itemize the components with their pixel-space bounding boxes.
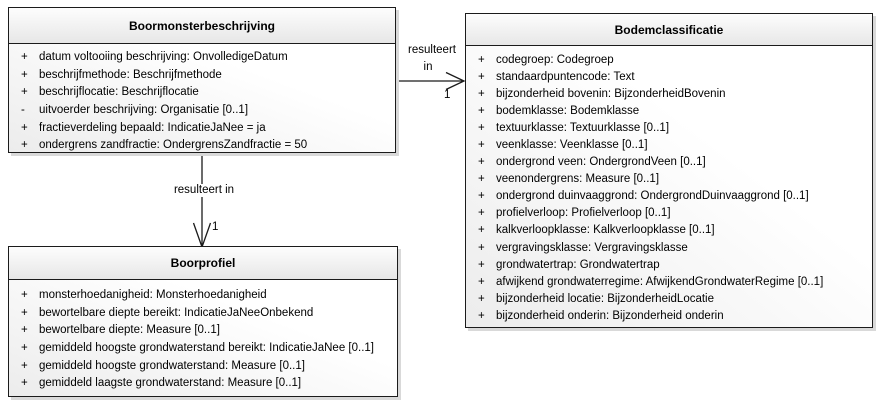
attribute-row: + bewortelbare diepte: Measure [0..1] bbox=[9, 321, 397, 339]
attribute-text: bodemklasse: Bodemklasse bbox=[496, 104, 640, 117]
attribute-text: bewortelbare diepte: Measure [0..1] bbox=[39, 324, 220, 337]
attribute-text: kalkverloopklasse: Kalkverloopklasse [0.… bbox=[496, 224, 715, 237]
attribute-text: gemiddeld laagste grondwaterstand: Measu… bbox=[39, 377, 302, 390]
class-title: Boorprofiel bbox=[9, 247, 397, 280]
visibility-marker: + bbox=[478, 87, 485, 100]
attribute-row: + ondergrond veen: OndergrondVeen [0..1] bbox=[466, 154, 872, 171]
attribute-text: uitvoerder beschrijving: Organisatie [0.… bbox=[39, 103, 249, 116]
attribute-row: + monsterhoedanigheid: Monsterhoedanighe… bbox=[9, 286, 397, 304]
visibility-marker: + bbox=[478, 241, 485, 254]
visibility-marker: + bbox=[478, 309, 485, 322]
visibility-marker: + bbox=[478, 104, 485, 117]
attribute-row: + bijzonderheid onderin: Bijzonderheid o… bbox=[466, 307, 872, 324]
attribute-text: ondergrond veen: OndergrondVeen [0..1] bbox=[496, 156, 706, 169]
attribute-text: gemiddeld hoogste grondwaterstand: Measu… bbox=[39, 359, 305, 372]
visibility-marker: + bbox=[478, 275, 485, 288]
visibility-marker: + bbox=[478, 156, 485, 169]
attribute-row: - uitvoerder beschrijving: Organisatie [… bbox=[9, 101, 395, 119]
attribute-row: + kalkverloopklasse: Kalkverloopklasse [… bbox=[466, 222, 872, 239]
visibility-marker: + bbox=[478, 190, 485, 203]
attribute-text: grondwatertrap: Grondwatertrap bbox=[496, 258, 660, 271]
visibility-marker: + bbox=[478, 173, 485, 186]
association-resulteert-in-bodemclassificatie bbox=[396, 71, 466, 91]
connector-label-resulteert-in: resulteert in bbox=[167, 184, 241, 197]
attribute-row: + veenondergrens: Measure [0..1] bbox=[466, 171, 872, 188]
open-arrowhead-icon bbox=[445, 71, 466, 91]
attribute-row: + bijzonderheid locatie: BijzonderheidLo… bbox=[466, 290, 872, 307]
visibility-marker: + bbox=[478, 53, 485, 66]
visibility-marker: + bbox=[21, 68, 28, 81]
attribute-text: ondergrond duinvaaggrond: OndergrondDuin… bbox=[496, 190, 809, 203]
attribute-row: + fractieverdeling bepaald: IndicatieJaN… bbox=[9, 119, 395, 137]
visibility-marker: + bbox=[21, 341, 28, 354]
attribute-text: vergravingsklasse: Vergravingsklasse bbox=[496, 241, 688, 254]
visibility-marker: + bbox=[21, 377, 28, 390]
attribute-text: bewortelbare diepte bereikt: IndicatieJa… bbox=[39, 306, 314, 319]
attribute-text: bijzonderheid locatie: BijzonderheidLoca… bbox=[496, 292, 715, 305]
attribute-row: + grondwatertrap: Grondwatertrap bbox=[466, 256, 872, 273]
class-title: Boormonsterbeschrijving bbox=[9, 8, 395, 44]
attribute-row: + bodemklasse: Bodemklasse bbox=[466, 102, 872, 119]
attribute-text: textuurklasse: Textuurklasse [0..1] bbox=[496, 121, 670, 134]
class-box-boormonsterbeschrijving[interactable]: Boormonsterbeschrijving + datum voltooii… bbox=[8, 7, 396, 153]
attribute-row: + standaardpuntencode: Text bbox=[466, 68, 872, 85]
visibility-marker: + bbox=[21, 359, 28, 372]
connector-label-resulteert: resulteert bbox=[408, 44, 456, 56]
multiplicity-label: 1 bbox=[212, 221, 219, 233]
attribute-text: ondergrens zandfractie: OndergrensZandfr… bbox=[39, 139, 308, 152]
attribute-row: + textuurklasse: Textuurklasse [0..1] bbox=[466, 119, 872, 136]
attribute-row: + gemiddeld hoogste grondwaterstand bere… bbox=[9, 339, 397, 357]
visibility-marker: - bbox=[21, 103, 25, 116]
attribute-text: beschrijflocatie: Beschrijflocatie bbox=[39, 86, 199, 99]
visibility-marker: + bbox=[478, 292, 485, 305]
attribute-row: + beschrijfmethode: Beschrijfmethode bbox=[9, 66, 395, 84]
class-box-bodemclassificatie[interactable]: Bodemclassificatie + codegroep: Codegroe… bbox=[465, 13, 873, 328]
attribute-row: + datum voltooiing beschrijving: Onvolle… bbox=[9, 48, 395, 66]
attribute-row: + vergravingsklasse: Vergravingsklasse bbox=[466, 239, 872, 256]
attribute-row: + veenklasse: Veenklasse [0..1] bbox=[466, 136, 872, 153]
visibility-marker: + bbox=[478, 207, 485, 220]
attribute-text: standaardpuntencode: Text bbox=[496, 70, 635, 83]
visibility-marker: + bbox=[21, 139, 28, 152]
visibility-marker: + bbox=[478, 139, 485, 152]
attribute-row: + gemiddeld laagste grondwaterstand: Mea… bbox=[9, 374, 397, 392]
attribute-text: bijzonderheid onderin: Bijzonderheid ond… bbox=[496, 309, 724, 322]
visibility-marker: + bbox=[21, 86, 28, 99]
visibility-marker: + bbox=[21, 288, 28, 301]
visibility-marker: + bbox=[478, 121, 485, 134]
attribute-text: fractieverdeling bepaald: IndicatieJaNee… bbox=[39, 121, 266, 134]
attribute-row: + bewortelbare diepte bereikt: Indicatie… bbox=[9, 304, 397, 322]
attribute-row: + profielverloop: Profielverloop [0..1] bbox=[466, 205, 872, 222]
attribute-row: + ondergrond duinvaaggrond: OndergrondDu… bbox=[466, 188, 872, 205]
visibility-marker: + bbox=[478, 70, 485, 83]
attribute-text: monsterhoedanigheid: Monsterhoedanigheid bbox=[39, 288, 267, 301]
visibility-marker: + bbox=[478, 258, 485, 271]
attribute-row: + gemiddeld hoogste grondwaterstand: Mea… bbox=[9, 357, 397, 375]
attribute-row: + afwijkend grondwaterregime: AfwijkendG… bbox=[466, 273, 872, 290]
visibility-marker: + bbox=[21, 306, 28, 319]
visibility-marker: + bbox=[478, 224, 485, 237]
visibility-marker: + bbox=[21, 324, 28, 337]
association-resulteert-in-boorprofiel bbox=[192, 153, 212, 249]
visibility-marker: + bbox=[21, 121, 28, 134]
attribute-text: bijzonderheid bovenin: BijzonderheidBove… bbox=[496, 87, 726, 100]
class-box-boorprofiel[interactable]: Boorprofiel + monsterhoedanigheid: Monst… bbox=[8, 246, 398, 397]
attribute-text: gemiddeld hoogste grondwaterstand bereik… bbox=[39, 341, 374, 354]
attribute-row: + beschrijflocatie: Beschrijflocatie bbox=[9, 83, 395, 101]
visibility-marker: + bbox=[21, 50, 28, 63]
attribute-text: veenondergrens: Measure [0..1] bbox=[496, 173, 660, 186]
attribute-row: + bijzonderheid bovenin: BijzonderheidBo… bbox=[466, 85, 872, 102]
attribute-text: profielverloop: Profielverloop [0..1] bbox=[496, 207, 671, 220]
connector-label-in: in bbox=[423, 61, 433, 73]
attribute-row: + codegroep: Codegroep bbox=[466, 51, 872, 68]
attribute-row: + ondergrens zandfractie: OndergrensZand… bbox=[9, 136, 395, 152]
multiplicity-label: 1 bbox=[444, 89, 451, 101]
attribute-text: beschrijfmethode: Beschrijfmethode bbox=[39, 68, 222, 81]
attribute-text: veenklasse: Veenklasse [0..1] bbox=[496, 139, 648, 152]
attribute-text: codegroep: Codegroep bbox=[496, 53, 614, 66]
attribute-text: datum voltooiing beschrijving: Onvolledi… bbox=[39, 50, 288, 63]
class-title: Bodemclassificatie bbox=[466, 14, 872, 46]
attribute-text: afwijkend grondwaterregime: AfwijkendGro… bbox=[496, 275, 824, 288]
